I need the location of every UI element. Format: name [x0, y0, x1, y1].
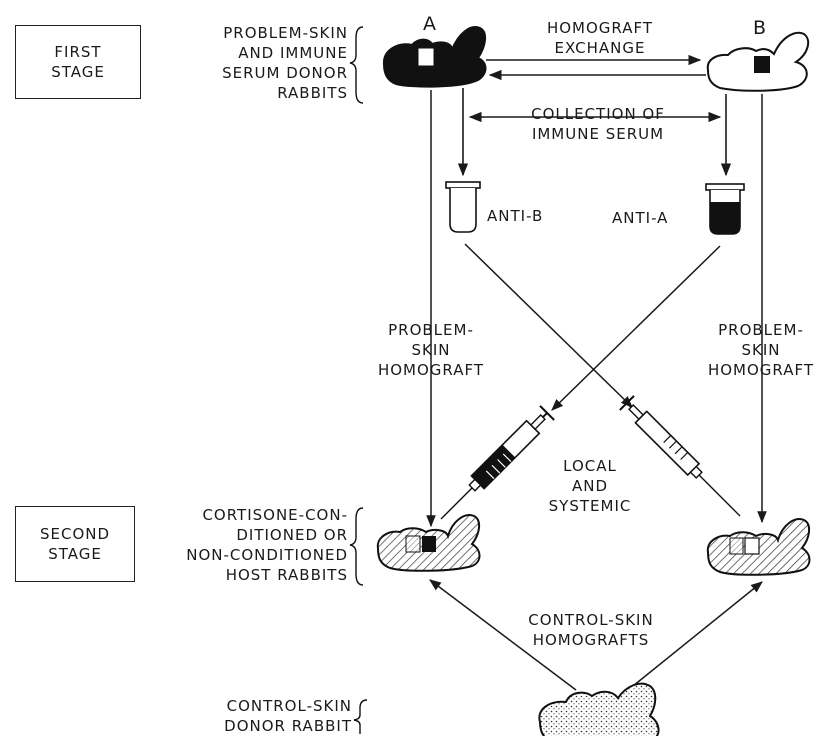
brace-host-group — [350, 508, 363, 585]
control-donor-rabbit-icon — [539, 684, 658, 736]
host-group-label: CORTISONE-CON- DITIONED OR NON-CONDITION… — [172, 505, 348, 585]
problem-skin-label-left: PROBLEM- SKIN HOMOGRAFT — [366, 320, 496, 380]
local-systemic-label: LOCAL AND SYSTEMIC — [540, 456, 640, 516]
brace-control-donor — [354, 700, 367, 734]
control-donor-label: CONTROL-SKIN DONOR RABBIT — [186, 696, 352, 736]
control-grafts-label: CONTROL-SKIN HOMOGRAFTS — [516, 610, 666, 650]
collection-label: COLLECTION OF IMMUNE SERUM — [508, 104, 688, 144]
anti-b-label: ANTI-B — [487, 206, 543, 226]
homograft-exchange-label: HOMOGRAFT EXCHANGE — [535, 18, 665, 58]
first-stage-box: FIRST STAGE — [15, 25, 141, 99]
host-rabbit-left-icon — [378, 515, 480, 571]
syringe-left-icon — [434, 406, 554, 526]
rabbit-b-label: B — [753, 18, 766, 38]
test-tube-anti-a-icon — [706, 184, 744, 234]
test-tube-anti-b-icon — [446, 182, 480, 232]
brace-donor-group — [350, 27, 363, 103]
rabbit-a-label: A — [423, 14, 436, 34]
anti-a-label: ANTI-A — [612, 208, 668, 228]
rabbit-b-icon — [708, 33, 808, 91]
problem-skin-label-right: PROBLEM- SKIN HOMOGRAFT — [696, 320, 819, 380]
anti-a-to-syringe-arrow — [552, 246, 720, 410]
rabbit-a-icon — [384, 27, 486, 87]
host-rabbit-right-icon — [708, 519, 810, 575]
second-stage-box: SECOND STAGE — [15, 506, 135, 582]
donor-group-label: PROBLEM-SKIN AND IMMUNE SERUM DONOR RABB… — [190, 23, 348, 103]
